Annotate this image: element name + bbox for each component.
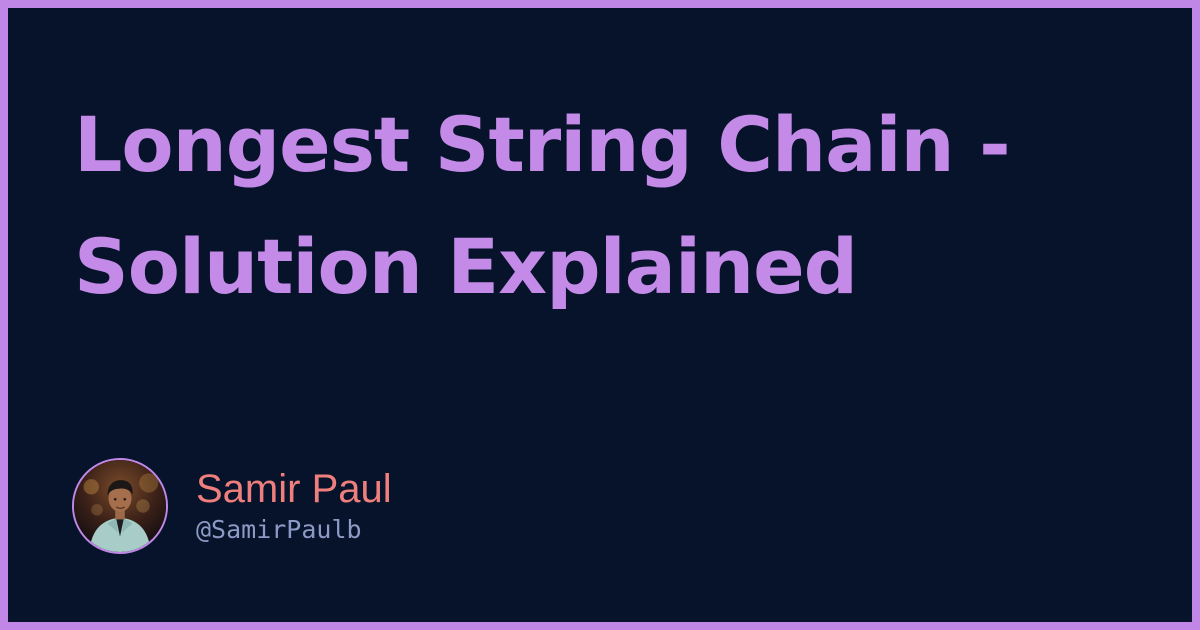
author-name: Samir Paul	[196, 467, 392, 511]
avatar-photo-icon	[74, 460, 166, 552]
page-title: Longest String Chain - Solution Explaine…	[74, 100, 1011, 311]
author-handle: @SamirPaulb	[196, 515, 362, 544]
author-info: Samir Paul @SamirPaulb	[196, 466, 392, 546]
author-block: Samir Paul @SamirPaulb	[72, 458, 392, 554]
avatar	[72, 458, 168, 554]
